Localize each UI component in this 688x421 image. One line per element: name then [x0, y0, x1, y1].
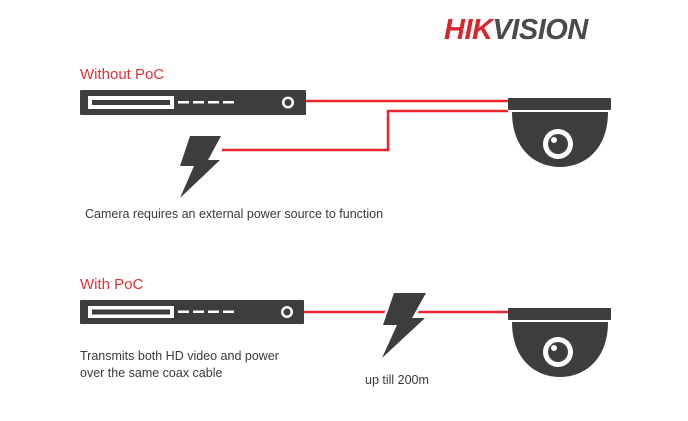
dome-camera-icon [508, 98, 611, 167]
without-poc-title: Without PoC [80, 66, 165, 83]
without-poc-cables [222, 99, 508, 152]
distance-label: up till 200m [365, 373, 429, 387]
with-poc-caption-line2: over the same coax cable [80, 366, 223, 380]
lightning-bolt-icon [180, 136, 221, 198]
logo-text-hik: HIK [444, 14, 493, 46]
without-poc-caption: Camera requires an external power source… [85, 207, 384, 221]
dvr-recorder-icon [80, 300, 304, 324]
with-poc-caption-line1: Transmits both HD video and power [80, 349, 279, 363]
dome-camera-icon [508, 308, 611, 377]
dvr-recorder-icon [80, 90, 306, 115]
power-cable [222, 109, 508, 152]
logo-text-vision: VISION [492, 14, 588, 46]
hikvision-logo: HIKVISION [444, 16, 588, 45]
with-poc-title: With PoC [80, 276, 144, 293]
lightning-bolt-icon [379, 290, 429, 361]
